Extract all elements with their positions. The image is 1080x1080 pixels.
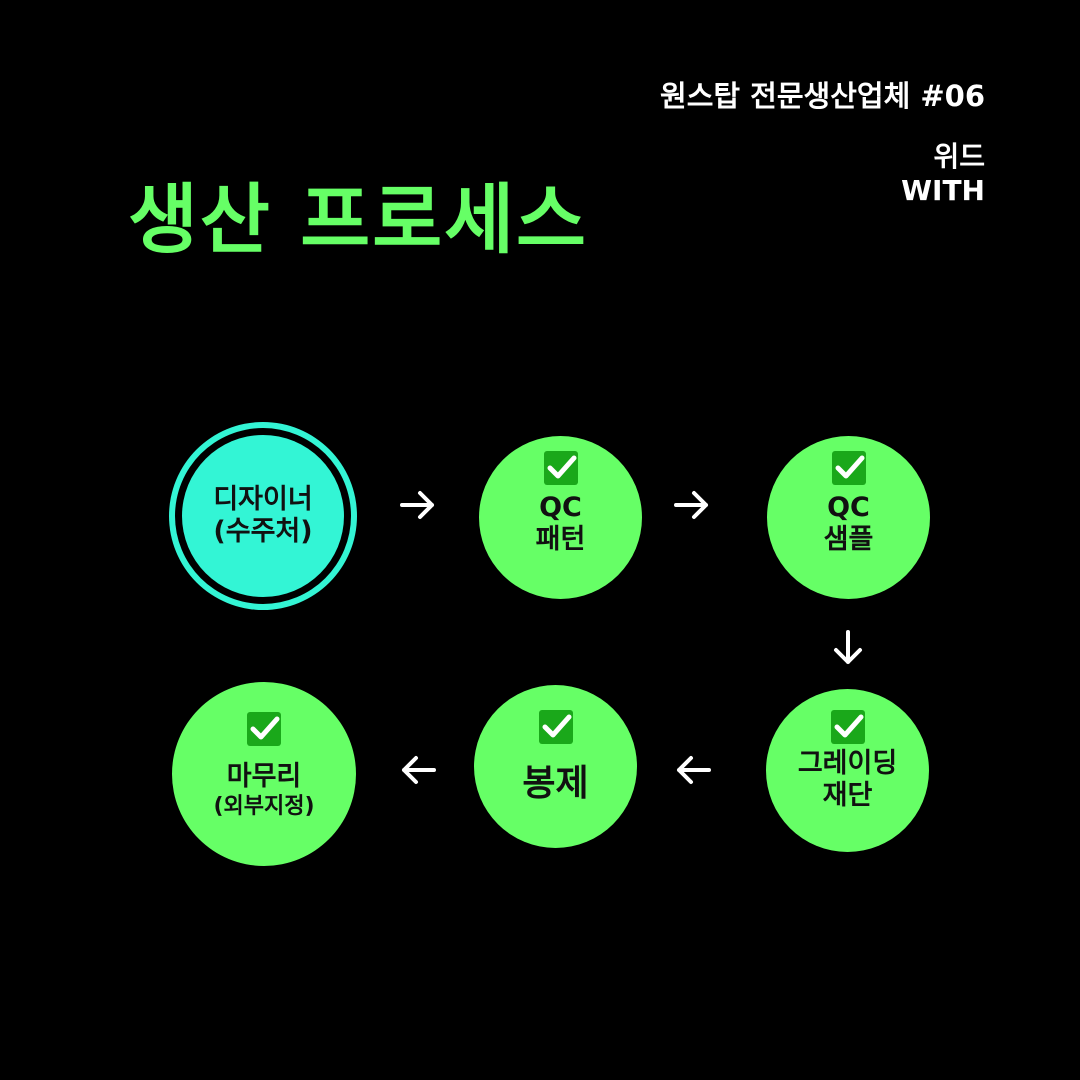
check-icon xyxy=(831,451,866,485)
step-label: 그레이딩 xyxy=(797,747,898,779)
step-sublabel: 샘플 xyxy=(823,523,874,555)
check-icon xyxy=(830,710,865,744)
check-icon xyxy=(543,451,578,485)
step-label: QC xyxy=(827,491,870,523)
step-sublabel: 패턴 xyxy=(535,523,586,555)
step-sublabel: (수주처) xyxy=(213,516,313,547)
step-designer: 디자이너 (수주처) xyxy=(182,435,344,597)
brand-name-en: WITH xyxy=(901,174,985,207)
check-icon xyxy=(247,712,281,746)
arrow-right-icon xyxy=(400,491,434,519)
step-sewing: 봉제 xyxy=(474,685,637,848)
brand-name-ko: 위드 xyxy=(933,140,985,173)
step-label: 봉제 xyxy=(522,762,589,804)
step-qc-pattern: QC 패턴 xyxy=(479,436,642,599)
brand-block: 원스탑 전문생산업체 #06 위드 WITH xyxy=(660,78,985,208)
series-label: 원스탑 전문생산업체 #06 xyxy=(660,79,985,113)
page-title: 생산 프로세스 xyxy=(128,175,588,264)
step-label: 디자이너 xyxy=(213,484,313,515)
step-grading-cutting: 그레이딩 재단 xyxy=(766,689,929,852)
arrow-down-icon xyxy=(834,630,862,664)
check-icon xyxy=(538,710,573,744)
step-label: QC xyxy=(539,491,582,523)
arrow-left-icon xyxy=(677,756,711,784)
step-finishing: 마무리 (외부지정) xyxy=(172,682,356,866)
step-qc-sample: QC 샘플 xyxy=(767,436,930,599)
arrow-right-icon xyxy=(674,491,708,519)
arrow-left-icon xyxy=(402,756,436,784)
step-sublabel: 재단 xyxy=(822,779,873,811)
step-label: 마무리 xyxy=(226,761,302,792)
step-sublabel: (외부지정) xyxy=(213,794,315,819)
brand-name: 위드 WITH xyxy=(660,140,985,208)
